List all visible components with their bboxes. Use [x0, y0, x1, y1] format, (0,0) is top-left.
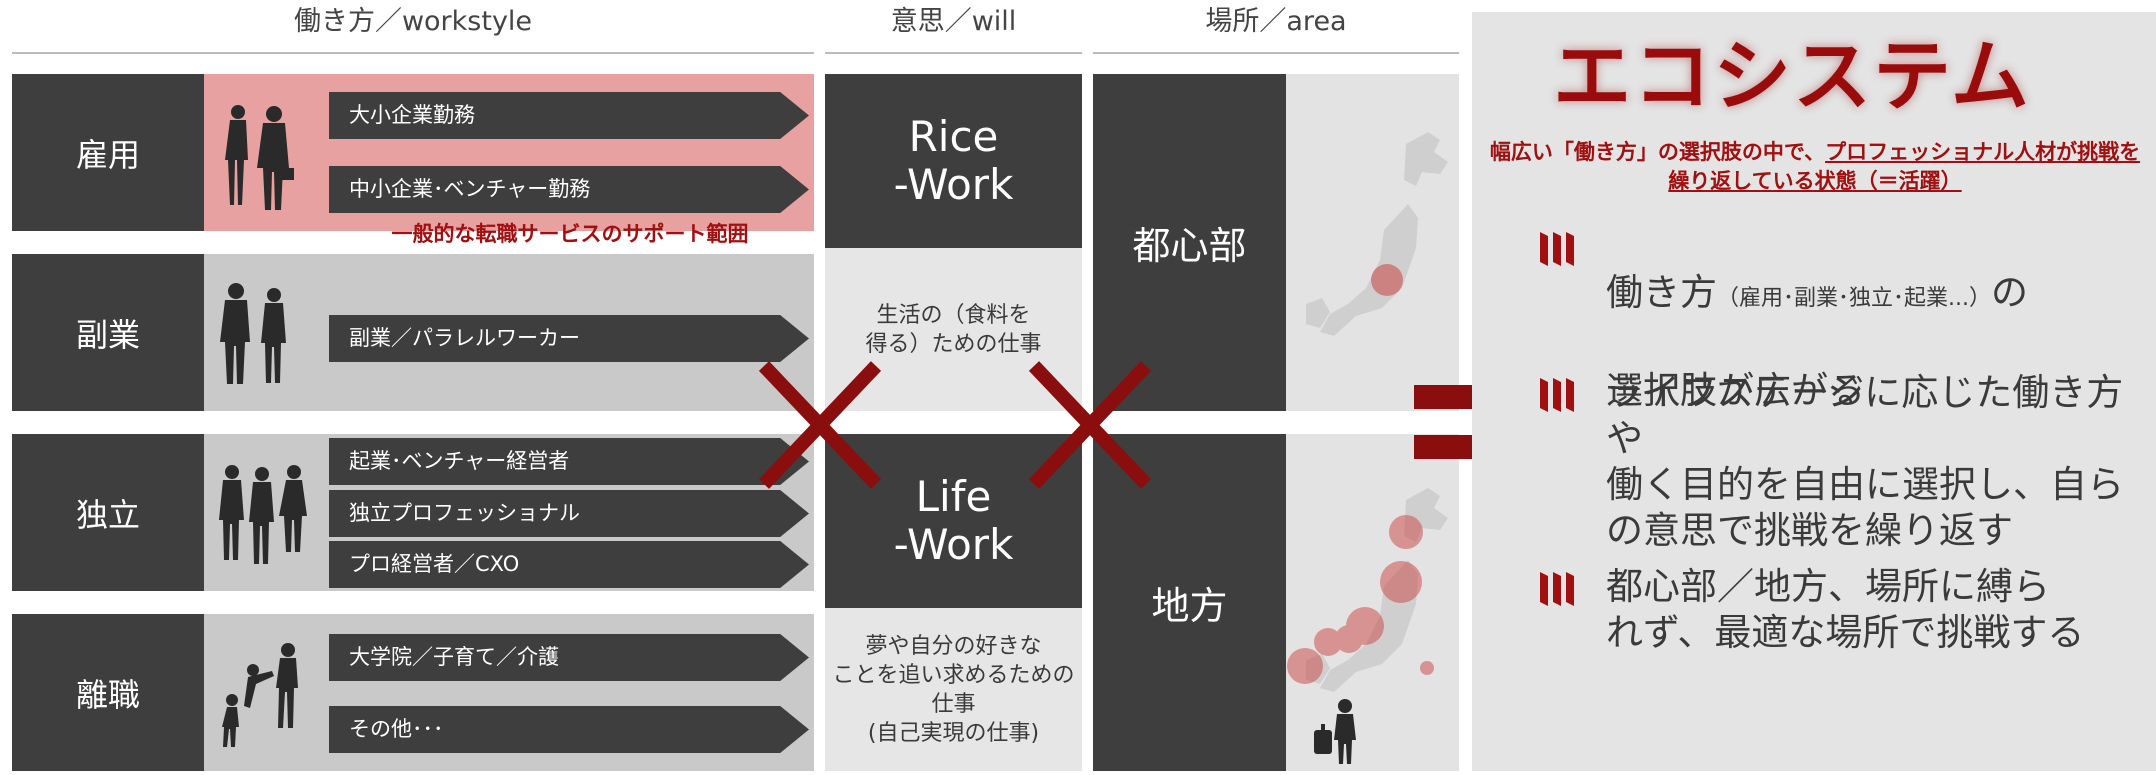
row-label-sidejob: 副業 — [12, 254, 204, 411]
japan-map-icon — [1287, 488, 1448, 764]
ecosystem-panel — [1472, 12, 2156, 771]
header-workstyle: 働き方／workstyle — [293, 6, 533, 37]
cross-mark-icon — [1028, 361, 1152, 489]
item-other: その他･･･ — [329, 706, 809, 753]
bullet2-text: ライフステージに応じた働き方や 働く目的を自由に選択し、自ら の意思で挑戦を繰り… — [1606, 371, 2124, 552]
bullet1-main: 働き方 — [1606, 271, 1717, 314]
row-label-leave: 離職 — [12, 614, 204, 771]
item-side-parallel-worker: 副業／パラレルワーカー — [329, 315, 809, 362]
bullet-workstyle-text: 働き方（雇用･副業･独立･起業...）の 選択肢が広がる — [1606, 224, 2028, 414]
bullet3-text: 都心部／地方、場所に縛ら れず、最適な場所で挑戦する — [1606, 565, 2085, 654]
item-sme-venture: 中小企業･ベンチャー勤務 — [329, 166, 809, 213]
japan-map-icon — [1306, 132, 1448, 336]
bullet1-line2: 選択肢が広がる — [1606, 369, 1865, 412]
urban-map-panel — [1286, 74, 1459, 411]
life-work-label: Life -Work — [893, 472, 1014, 569]
businessperson-icon — [225, 105, 294, 210]
item-independent-professional: 独立プロフェッショナル — [329, 490, 809, 537]
row-label-independent: 独立 — [12, 434, 204, 591]
header-rule-workstyle — [12, 52, 814, 54]
area-urban: 都心部 — [1093, 74, 1286, 411]
subtitle-part-b: プロフェッショナル人材が挑戦を — [1825, 140, 2141, 164]
header-area: 場所／area — [1205, 6, 1347, 37]
businessperson-icon — [220, 283, 286, 384]
bullet-workstyle: 働き方（雇用･副業･独立･起業...）の 選択肢が広がる — [1538, 224, 2028, 414]
support-range-note: 一般的な転職サービスのサポート範囲 — [391, 222, 749, 246]
life-work-box: Life -Work — [825, 434, 1082, 608]
row-label-employment: 雇用 — [12, 74, 204, 231]
item-founder-venture-exec: 起業･ベンチャー経営者 — [329, 438, 809, 485]
family-icon — [222, 643, 298, 747]
cross-mark-icon — [758, 361, 882, 489]
rice-work-box: Rice -Work — [825, 74, 1082, 248]
bullet-bars-icon — [1540, 232, 1574, 266]
ecosystem-subtitle: 幅広い「働き方」の選択肢の中で、プロフェッショナル人材が挑戦を 繰り返している状… — [1480, 138, 2150, 196]
traveler-icon — [1314, 699, 1356, 764]
bullet1-small: （雇用･副業･独立･起業...） — [1717, 286, 1991, 311]
businessperson-icon — [219, 465, 307, 564]
header-will: 意思／will — [890, 6, 1017, 37]
ecosystem-title: エコシステム — [1553, 32, 2031, 122]
bullet-bars-icon — [1540, 572, 1574, 606]
subtitle-part-a: 幅広い「働き方」の選択肢の中で、 — [1489, 140, 1826, 164]
bullet-lifestage: ライフステージに応じた働き方や 働く目的を自由に選択し、自ら の意思で挑戦を繰り… — [1538, 370, 2156, 554]
bullet-location: 都心部／地方、場所に縛ら れず、最適な場所で挑戦する — [1538, 564, 2084, 656]
bullet1-tail: の — [1990, 271, 2028, 314]
bullet-bars-icon — [1540, 378, 1574, 412]
subtitle-part-c: 繰り返している状態（＝活躍） — [1668, 169, 1962, 193]
area-rural: 地方 — [1093, 434, 1286, 771]
item-pro-manager-cxo: プロ経営者／CXO — [329, 541, 809, 588]
rural-map-panel — [1286, 434, 1459, 771]
rice-work-label: Rice -Work — [893, 112, 1014, 209]
header-rule-area — [1093, 52, 1459, 54]
header-rule-will — [825, 52, 1082, 54]
item-gradschool-childcare-care: 大学院／子育て／介護 — [329, 634, 809, 681]
item-large-small-company: 大小企業勤務 — [329, 92, 809, 139]
life-work-description: 夢や自分の好きな ことを追い求めるための 仕事 (自己実現の仕事) — [825, 608, 1082, 771]
